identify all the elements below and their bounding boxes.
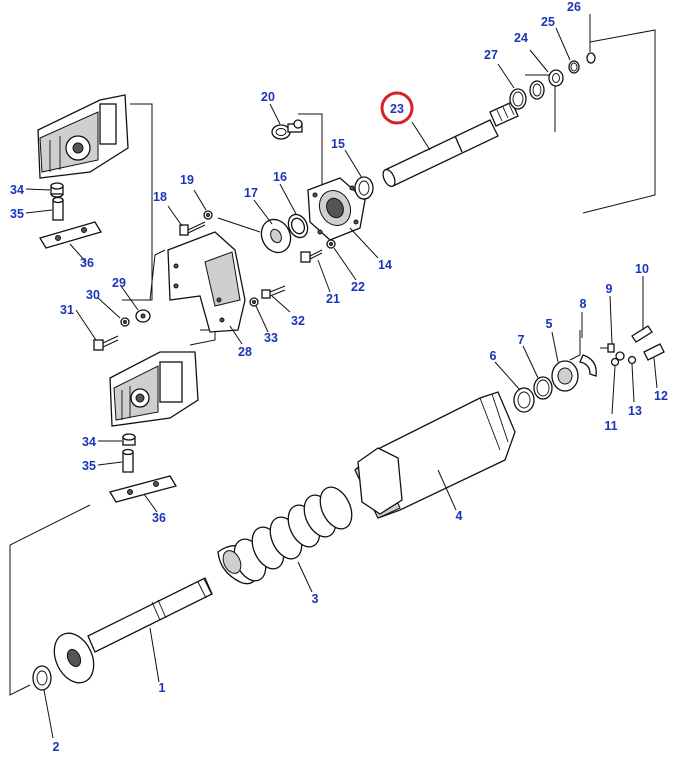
callout-31[interactable]: 31	[60, 303, 74, 317]
callout-22[interactable]: 22	[351, 280, 365, 294]
callout-19[interactable]: 19	[180, 173, 194, 187]
nut-5	[551, 360, 579, 392]
pin-35-upper	[52, 196, 64, 221]
callout-30[interactable]: 30	[86, 288, 100, 302]
nut-24	[548, 69, 564, 87]
callout-labels: 1 2 3 4 5 6 7 8 9 10 11 12 13 14 15 16 1…	[10, 0, 668, 754]
ring-6	[513, 387, 535, 413]
washer-19	[203, 210, 213, 220]
yoke-28	[167, 231, 246, 333]
callout-6[interactable]: 6	[490, 349, 497, 363]
valve-12	[643, 343, 665, 361]
washer-13	[627, 355, 637, 365]
callout-9[interactable]: 9	[606, 282, 613, 296]
callout-20[interactable]: 20	[261, 90, 275, 104]
plate-36-lower	[108, 475, 178, 503]
lower-bracket-assembly	[109, 351, 199, 427]
callout-24[interactable]: 24	[514, 31, 528, 45]
callout-16[interactable]: 16	[273, 170, 287, 184]
upper-bracket-assembly	[37, 94, 129, 179]
callout-32[interactable]: 32	[291, 314, 305, 328]
bolt-21	[300, 249, 323, 263]
ring-16	[287, 213, 309, 239]
ring-24-pair	[529, 80, 545, 100]
valve-9	[607, 343, 625, 361]
bolt-32	[261, 285, 286, 299]
ring-25	[568, 60, 580, 74]
callout-17[interactable]: 17	[244, 186, 258, 200]
bolt-18	[179, 221, 206, 236]
bushing-15	[354, 176, 374, 200]
callout-4[interactable]: 4	[456, 509, 463, 523]
callout-33[interactable]: 33	[264, 331, 278, 345]
washer-22	[326, 239, 336, 249]
callout-12[interactable]: 12	[654, 389, 668, 403]
bolt-31	[93, 335, 119, 351]
callout-2[interactable]: 2	[53, 740, 60, 754]
snap-ring-26	[586, 52, 596, 64]
pin-35-lower	[122, 448, 134, 473]
callout-3[interactable]: 3	[312, 592, 319, 606]
washer-29	[135, 309, 151, 323]
eyebolt-20	[271, 119, 303, 140]
callout-1[interactable]: 1	[159, 681, 166, 695]
lock-clip-8	[579, 354, 597, 377]
highlight-ring-23	[380, 91, 414, 125]
shaft-1	[53, 577, 213, 684]
flange-housing-14	[307, 177, 366, 241]
callout-35-lower[interactable]: 35	[82, 459, 96, 473]
collar-2	[32, 665, 52, 691]
cap-34-lower	[122, 433, 136, 446]
rod-23	[382, 101, 519, 188]
leader-lines	[25, 14, 658, 739]
callout-25[interactable]: 25	[541, 15, 555, 29]
callout-34-lower[interactable]: 34	[82, 435, 96, 449]
ring-7	[533, 376, 553, 400]
callout-5[interactable]: 5	[546, 317, 553, 331]
callout-28[interactable]: 28	[238, 345, 252, 359]
fitting-10	[631, 325, 653, 343]
callout-23[interactable]: 23	[390, 102, 404, 116]
callout-29[interactable]: 29	[112, 276, 126, 290]
cylinder-4	[354, 391, 516, 519]
boundary-lines	[9, 29, 656, 696]
callout-15[interactable]: 15	[331, 137, 345, 151]
plate-36-upper	[39, 221, 102, 249]
callout-21[interactable]: 21	[326, 292, 340, 306]
ring-27	[509, 88, 527, 110]
callout-11[interactable]: 11	[604, 419, 617, 433]
plug-11	[610, 357, 620, 367]
washer-33	[249, 297, 259, 307]
washer-30	[120, 317, 130, 327]
callout-10[interactable]: 10	[635, 262, 649, 276]
callout-34-upper[interactable]: 34	[10, 183, 24, 197]
callout-35-upper[interactable]: 35	[10, 207, 24, 221]
callout-7[interactable]: 7	[518, 333, 525, 347]
callout-36-lower[interactable]: 36	[152, 511, 166, 525]
callout-8[interactable]: 8	[580, 297, 587, 311]
plate-17	[260, 218, 292, 254]
callout-36-upper[interactable]: 36	[80, 256, 94, 270]
spring-3	[217, 486, 353, 585]
callout-18[interactable]: 18	[153, 190, 167, 204]
cap-34-upper	[50, 182, 64, 198]
callout-26[interactable]: 26	[567, 0, 581, 14]
callout-27[interactable]: 27	[484, 48, 498, 62]
callout-14[interactable]: 14	[378, 258, 392, 272]
callout-13[interactable]: 13	[628, 404, 642, 418]
